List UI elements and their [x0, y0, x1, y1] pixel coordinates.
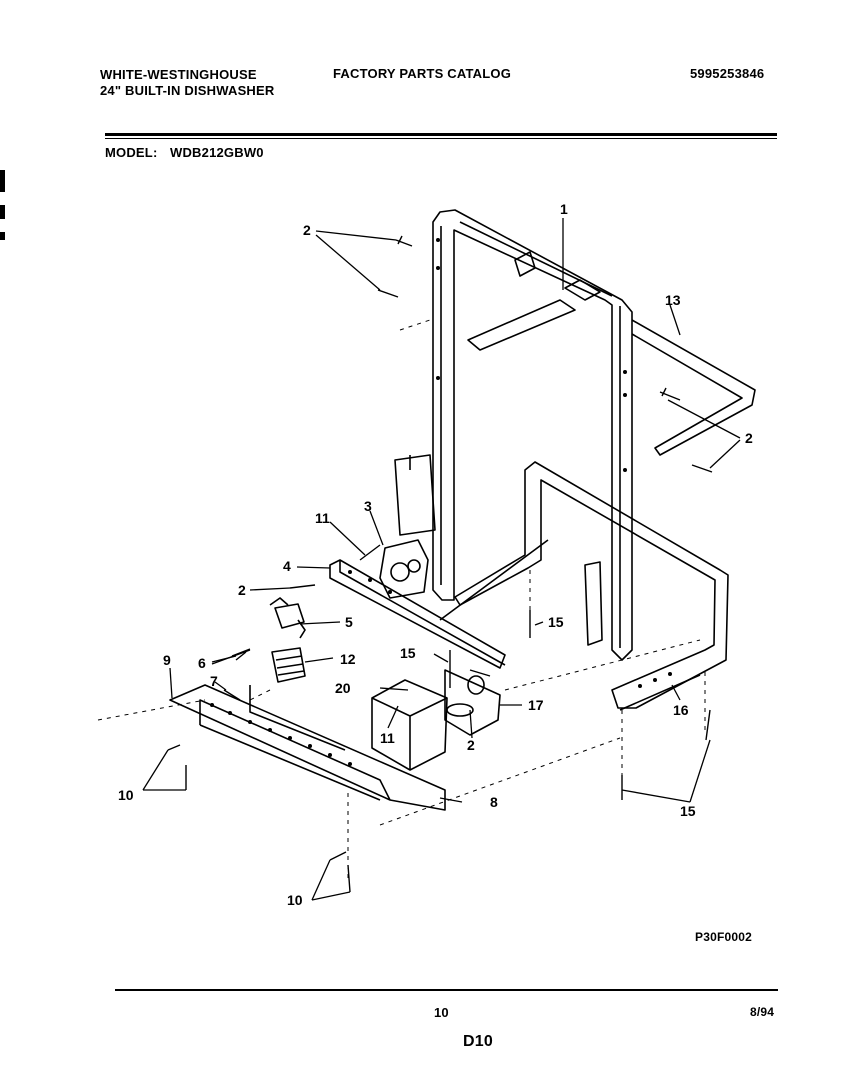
lower-frame-part	[454, 461, 729, 711]
callout-5: 5	[345, 614, 353, 630]
callout-16: 16	[673, 702, 689, 718]
page-number: 10	[434, 1005, 449, 1020]
control-box-part	[371, 679, 448, 771]
callout-2: 2	[303, 222, 311, 238]
callout-20: 20	[335, 680, 351, 696]
product-name: 24" BUILT-IN DISHWASHER	[100, 83, 275, 98]
print-date: 8/94	[750, 1005, 775, 1019]
section-code: D10	[463, 1033, 493, 1050]
callout-13: 13	[665, 292, 681, 308]
header-rule-thin	[105, 138, 777, 139]
callout-17: 17	[528, 697, 544, 713]
figure-code: P30F0002	[695, 930, 752, 944]
callout-4: 4	[283, 558, 291, 574]
control-bracket-part	[329, 539, 506, 669]
callout-7: 7	[210, 673, 218, 689]
door-frame-part	[394, 209, 633, 661]
callout-1: 1	[560, 201, 568, 217]
model-label: MODEL:	[105, 145, 158, 160]
upper-brace-part	[631, 319, 756, 456]
callout-11: 11	[380, 730, 395, 746]
callout-6: 6	[198, 655, 206, 671]
scan-mark	[0, 232, 5, 240]
callout-12: 12	[340, 651, 356, 667]
callout-10: 10	[118, 787, 134, 803]
relay-part	[271, 647, 306, 683]
callout-11: 11	[315, 510, 330, 526]
callout-15: 15	[400, 645, 416, 661]
bracket-part	[444, 669, 501, 736]
brand-name: WHITE-WESTINGHOUSE	[100, 67, 257, 82]
callout-2: 2	[238, 582, 246, 598]
callout-2: 2	[745, 430, 753, 446]
callout-15: 15	[680, 803, 696, 819]
catalog-title: FACTORY PARTS CATALOG	[333, 66, 512, 81]
catalog-number: 5995253846	[690, 66, 765, 81]
header-rule	[105, 133, 777, 136]
callout-3: 3	[364, 498, 372, 514]
callout-10: 10	[287, 892, 303, 908]
screw-parts	[167, 235, 713, 893]
callout-15: 15	[548, 614, 564, 630]
scan-mark	[0, 205, 5, 219]
switch-part	[269, 597, 306, 639]
model-number: WDB212GBW0	[170, 145, 264, 160]
callout-8: 8	[490, 794, 498, 810]
callout-2: 2	[467, 737, 475, 753]
scan-mark	[0, 170, 5, 192]
callout-9: 9	[163, 652, 171, 668]
footer-rule	[115, 989, 778, 991]
